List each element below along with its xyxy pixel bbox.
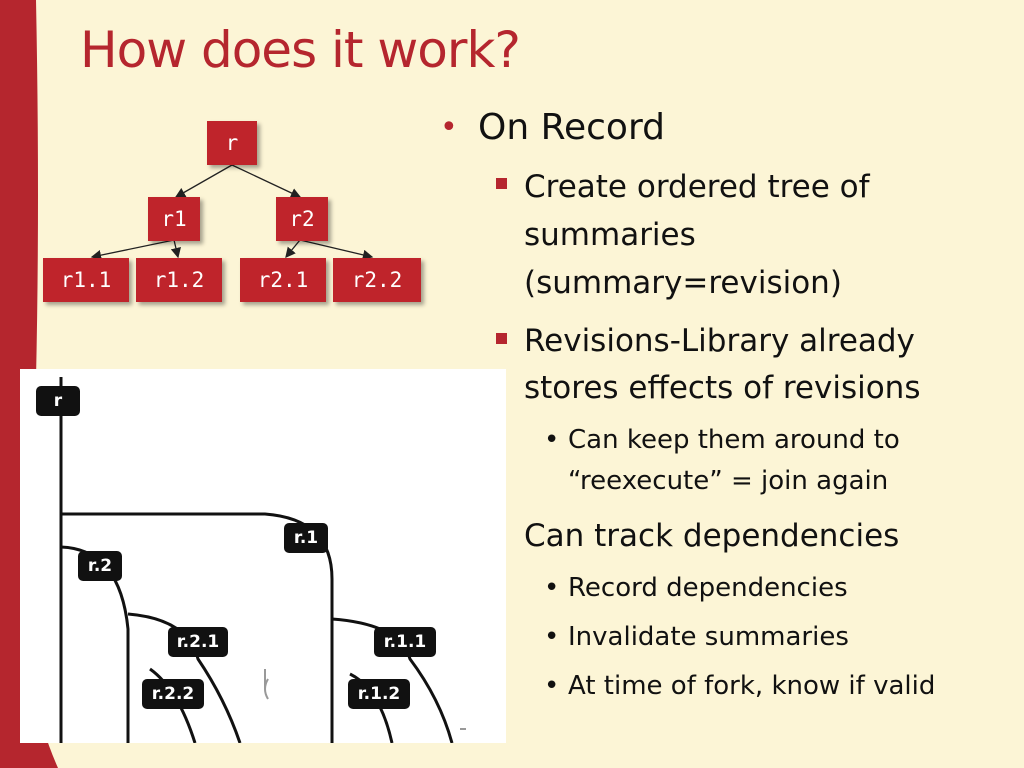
bullet-dot-icon: • (544, 425, 560, 455)
bullet-invalidate-summaries: Invalidate summaries (568, 622, 849, 652)
bullet-dot-icon: • (440, 110, 458, 145)
tree-node-r2-1: r2.1 (240, 258, 326, 302)
diagram-node-r-2: r.2 (78, 551, 122, 581)
square-bullet-icon (496, 178, 507, 189)
bullet-record-dependencies: Record dependencies (568, 573, 848, 603)
revision-fork-diagram: r r.1 r.2 r.2.1 r.1.1 r.2.2 r.1.2 (20, 369, 506, 743)
square-bullet-icon (496, 333, 507, 344)
bullet-track-dependencies: Can track dependencies (524, 518, 900, 554)
diagram-node-r-2-2: r.2.2 (142, 679, 204, 709)
diagram-node-r-2-1: r.2.1 (168, 627, 228, 657)
bullet-keep-around-line1: Can keep them around to (568, 425, 900, 455)
tree-node-r2-2: r2.2 (333, 258, 421, 302)
tree-node-r1: r1 (148, 197, 200, 241)
slide-title: How does it work? (80, 21, 521, 79)
bullet-dot-icon: • (544, 671, 560, 701)
bullet-revisions-library-line1: Revisions-Library already (524, 323, 915, 359)
bullet-create-tree-line1: Create ordered tree of (524, 169, 870, 205)
bullet-on-record: On Record (478, 107, 665, 148)
diagram-node-r-1: r.1 (284, 523, 328, 553)
tree-node-r: r (207, 121, 257, 165)
diagram-node-r: r (36, 386, 80, 416)
bullet-revisions-library-line2: stores effects of revisions (524, 370, 921, 406)
diagram-node-r-1-2: r.1.2 (348, 679, 410, 709)
bullet-create-tree-line2: summaries (524, 217, 696, 253)
bullet-dot-icon: • (544, 573, 560, 603)
summary-tree-edges (90, 164, 374, 261)
bullet-create-tree-line3: (summary=revision) (524, 265, 842, 301)
bullet-dot-icon: • (544, 622, 560, 652)
tree-node-r2: r2 (276, 197, 328, 241)
bullet-time-of-fork: At time of fork, know if valid (568, 671, 936, 701)
tree-node-r1-1: r1.1 (43, 258, 129, 302)
tree-node-r1-2: r1.2 (136, 258, 222, 302)
bullet-keep-around-line2: “reexecute” = join again (568, 466, 889, 496)
diagram-node-r-1-1: r.1.1 (374, 627, 436, 657)
